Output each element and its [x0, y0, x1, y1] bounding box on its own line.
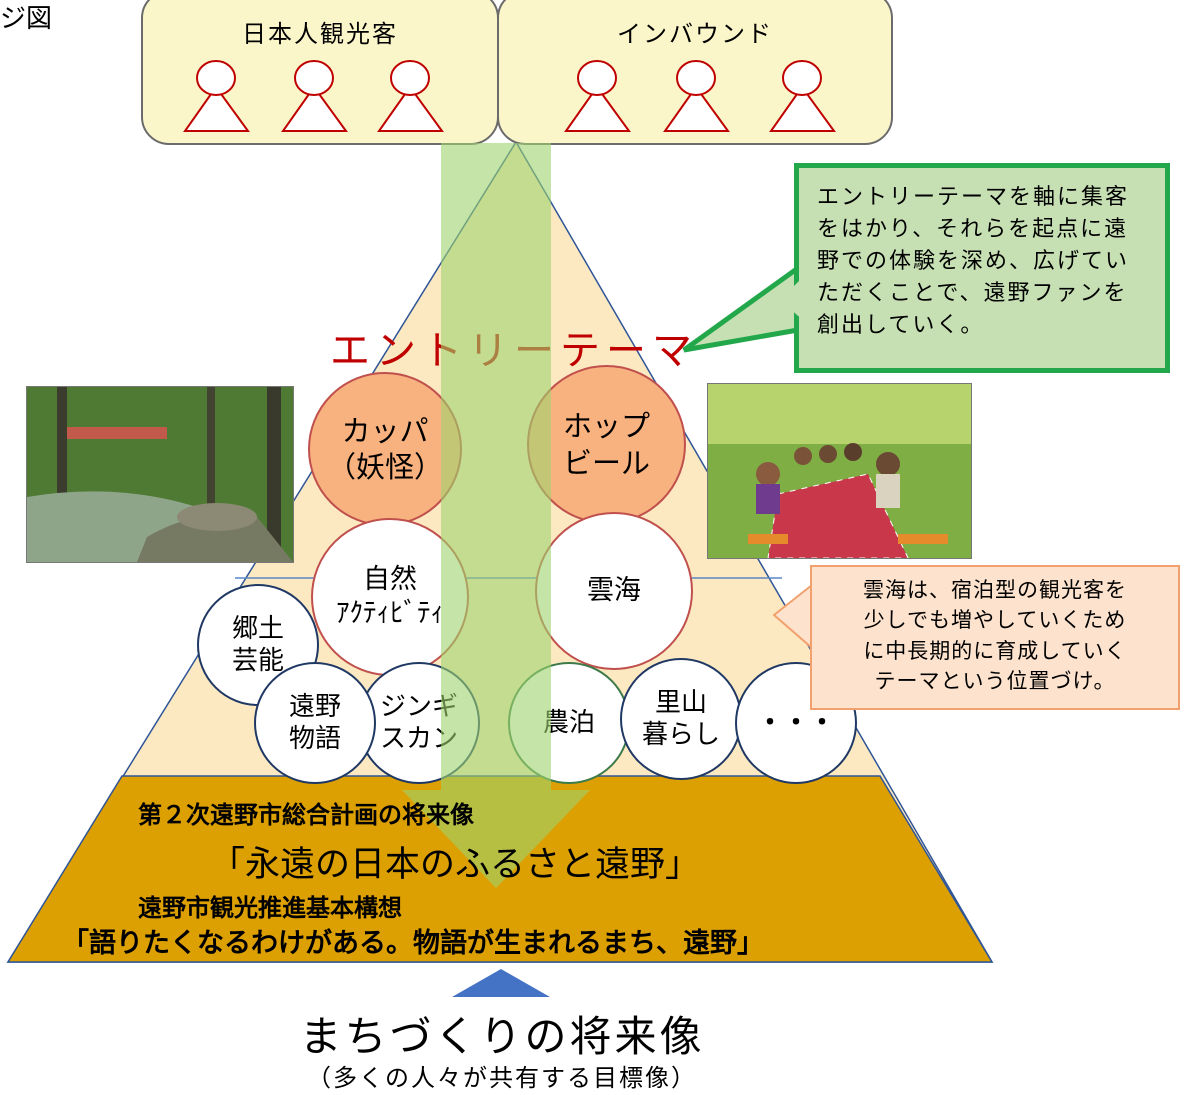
person-icon — [663, 60, 730, 132]
theme-unkai-label: 雲海 — [587, 575, 641, 607]
theme-kyodo-line2: 芸能 — [231, 646, 284, 676]
person-icon — [769, 60, 836, 132]
person-icon — [377, 60, 444, 132]
concept-label: 遠野市観光推進基本構想 — [138, 894, 402, 922]
theme-satoyama: 里山 暮らし — [620, 658, 742, 780]
unkai-callout-line4: テーマという位置づけ。 — [874, 669, 1116, 694]
theme-tono-line1: 遠野 — [288, 691, 341, 722]
theme-more-label: ・・・ — [756, 707, 835, 738]
up-arrow — [452, 969, 550, 997]
unkai-callout-line1: 雲海は、宿泊型の観光客を — [863, 578, 1127, 602]
theme-satoyama-line1: 里山 — [654, 687, 707, 718]
plan-title: 「永遠の日本のふるさと遠野」 — [210, 845, 701, 885]
concept-title: 「語りたくなるわけがある。物語が生まれるまち、遠野」 — [62, 928, 764, 959]
domestic-visitors-label: 日本人観光客 — [242, 20, 398, 48]
person-icon — [281, 60, 348, 132]
stream-photo — [26, 386, 294, 563]
theme-kyodo-line1: 郷土 — [231, 613, 284, 644]
unkai-callout-line3: に中長期的に育成していく — [863, 638, 1127, 663]
unkai-callout: 雲海は、宿泊型の観光客を 少しでも増やしていくため に中長期的に育成していく テ… — [810, 565, 1180, 710]
entry-theme-callout-text: エントリーテーマを軸に集客をはかり、それらを起点に遠野での体験を深め、広げていた… — [817, 185, 1130, 338]
future-vision-title: まちづくりの将来像 — [299, 1012, 705, 1061]
theme-tono-monogatari: 遠野 物語 — [254, 662, 376, 784]
theme-tono-line2: 物語 — [288, 724, 341, 754]
theme-satoyama-line2: 暮らし — [641, 720, 720, 750]
person-icon — [183, 60, 250, 132]
corner-caption: ジ図 — [0, 4, 53, 34]
theme-kyodo-geino: 郷土 芸能 — [197, 584, 319, 706]
hop-beer-party-photo — [707, 383, 972, 559]
person-icon — [564, 60, 631, 132]
visitor-figures — [183, 60, 836, 132]
plan-label: 第２次遠野市総合計画の将来像 — [138, 801, 474, 829]
inbound-visitors-label: インバウンド — [617, 20, 773, 48]
future-vision-subtitle: （多くの人々が共有する目標像） — [307, 1064, 697, 1092]
entry-theme-callout: エントリーテーマを軸に集客をはかり、それらを起点に遠野での体験を深め、広げていた… — [794, 163, 1170, 373]
unkai-callout-line2: 少しでも増やしていくため — [863, 608, 1127, 633]
